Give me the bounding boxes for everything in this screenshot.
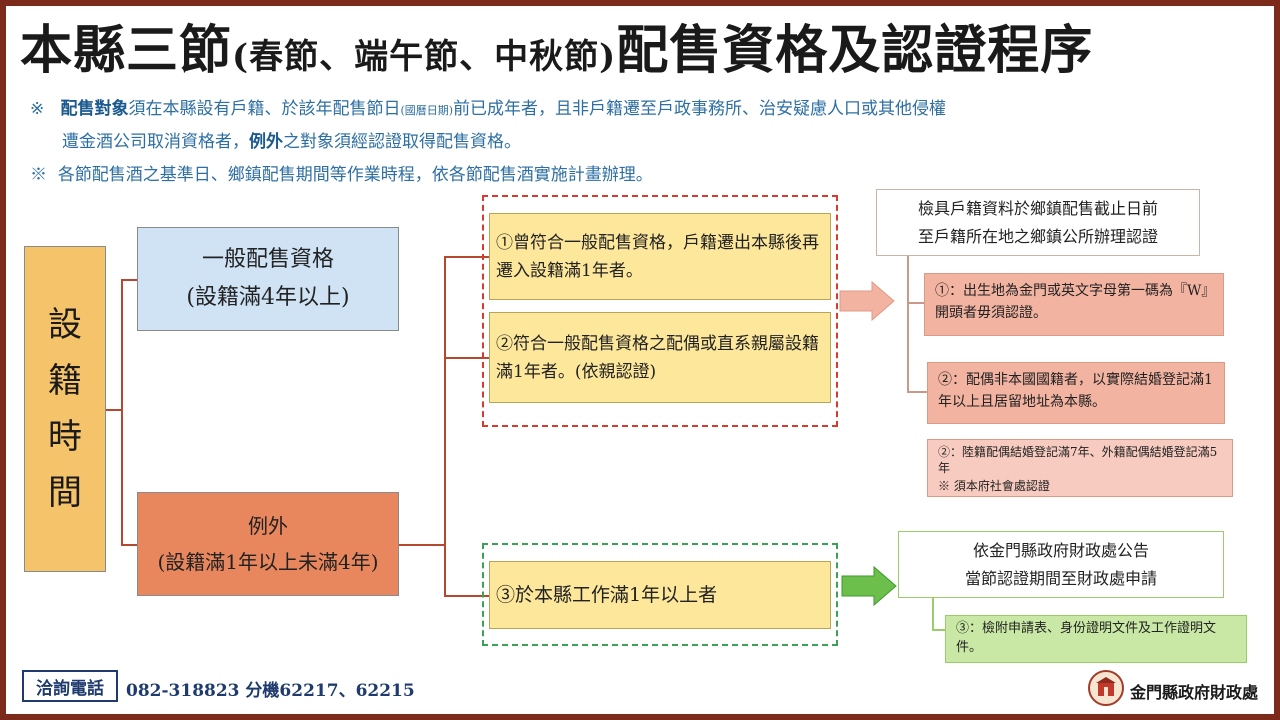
note-1-text: ①：出生地為金門或英文字母第一碼為『W』開頭者毋須認證。 bbox=[935, 283, 1209, 321]
case-1-box: ①曾符合一般配售資格，戶籍遷出本縣後再遷入設籍滿1年者。 bbox=[489, 213, 831, 300]
general-eligibility-box: 一般配售資格 (設籍滿4年以上) bbox=[137, 227, 399, 331]
township-procedure-box: 檢具戶籍資料於鄉鎮配售截止日前 至戶籍所在地之鄉鎮公所辦理認證 bbox=[876, 189, 1200, 256]
note-text: 之對象須經認證取得配售資格。 bbox=[283, 132, 521, 152]
procedure-line: 至戶籍所在地之鄉鎮公所辦理認證 bbox=[917, 226, 1158, 246]
exception-condition: (設籍滿1年以上未滿4年) bbox=[157, 550, 379, 574]
note-text: 須在本縣設有戶籍、於該年配售節日 bbox=[128, 99, 401, 119]
page-title: 本縣三節(春節、端午節、中秋節)配售資格及認證程序 bbox=[20, 8, 1260, 81]
note-small: (國曆日期) bbox=[400, 104, 454, 117]
label-char: 籍 bbox=[48, 361, 82, 401]
label-char: 設 bbox=[48, 305, 82, 345]
connector-line bbox=[121, 279, 123, 545]
connector-line bbox=[932, 598, 934, 630]
note-1-box: ①：出生地為金門或英文字母第一碼為『W』開頭者毋須認證。 bbox=[924, 273, 1224, 336]
note-3-box: ②：陸籍配偶結婚登記滿7年、外籍配偶結婚登記滿5年 ※ 須本府社會處認證 bbox=[927, 439, 1233, 497]
case-3-box: ③於本縣工作滿1年以上者 bbox=[489, 561, 831, 629]
note-text: 前已成年者，且非戶籍遷至戶政事務所、治安疑慮人口或其他侵權 bbox=[453, 99, 947, 119]
note-work-text: ③：檢附申請表、身份證明文件及工作證明文件。 bbox=[956, 621, 1217, 655]
organization-name: 金門縣政府財政處 bbox=[1130, 683, 1259, 702]
note-3-text: ②：陸籍配偶結婚登記滿7年、外籍配偶結婚登記滿5年 bbox=[938, 445, 1218, 475]
note-2-text: ②：配偶非本國國籍者，以實際結婚登記滿1年以上且居留地址為本縣。 bbox=[938, 372, 1213, 410]
note-3-subtext: ※ 須本府社會處認證 bbox=[938, 479, 1050, 493]
connector-line bbox=[907, 256, 909, 392]
connector-line bbox=[444, 357, 489, 359]
kinship-cases-group bbox=[482, 195, 838, 427]
connector-line bbox=[121, 544, 137, 546]
note-2-box: ②：配偶非本國國籍者，以實際結婚登記滿1年以上且居留地址為本縣。 bbox=[927, 362, 1225, 424]
county-seal-icon bbox=[1088, 670, 1124, 706]
connector-line bbox=[444, 256, 446, 596]
arrow-right-icon bbox=[841, 565, 897, 607]
note-mark: ※ bbox=[30, 99, 45, 119]
connector-line bbox=[444, 595, 489, 597]
title-paren: (春節、端午節、中秋節) bbox=[232, 37, 617, 77]
note-text: 遭金酒公司取消資格者， bbox=[62, 132, 249, 152]
title-main-b: 配售資格及認證程序 bbox=[616, 20, 1094, 81]
case-3-text: ③於本縣工作滿1年以上者 bbox=[496, 584, 718, 606]
note-mark: ※ bbox=[30, 165, 47, 185]
general-condition: (設籍滿4年以上) bbox=[186, 285, 350, 310]
note-work-box: ③：檢附申請表、身份證明文件及工作證明文件。 bbox=[945, 615, 1247, 663]
residency-period-label: 設 籍 時 間 bbox=[24, 246, 106, 572]
connector-line bbox=[907, 302, 924, 304]
connector-line bbox=[444, 256, 489, 258]
work-case-group bbox=[482, 543, 838, 646]
case-2-box: ②符合一般配售資格之配偶或直系親屬設籍滿1年者。(依親認證) bbox=[489, 312, 831, 403]
case-2-text: ②符合一般配售資格之配偶或直系親屬設籍滿1年者。(依親認證) bbox=[496, 333, 819, 382]
note-bold-exception: 例外 bbox=[249, 132, 283, 152]
note-line-2: 遭金酒公司取消資格者，例外之對象須經認證取得配售資格。 bbox=[62, 127, 521, 152]
connector-line bbox=[399, 544, 445, 546]
connector-line bbox=[106, 409, 122, 411]
exception-box: 例外 (設籍滿1年以上未滿4年) bbox=[137, 492, 399, 596]
note-bold-target: 配售對象 bbox=[60, 99, 129, 119]
finance-procedure-box: 依金門縣政府財政處公告 當節認證期間至財政處申請 bbox=[898, 531, 1224, 598]
note-line-1: ※ 配售對象須在本縣設有戶籍、於該年配售節日(國曆日期)前已成年者，且非戶籍遷至… bbox=[30, 94, 946, 119]
label-char: 時 bbox=[48, 417, 82, 457]
connector-line bbox=[121, 279, 137, 281]
connector-line bbox=[932, 629, 945, 631]
title-main-a: 本縣三節 bbox=[20, 20, 233, 81]
note-text: 各節配售酒之基準日、鄉鎮配售期間等作業時程，依各節配售酒實施計畫辦理。 bbox=[57, 165, 653, 185]
procedure-line: 當節認證期間至財政處申請 bbox=[964, 568, 1157, 588]
general-title: 一般配售資格 bbox=[201, 247, 334, 272]
case-1-text: ①曾符合一般配售資格，戶籍遷出本縣後再遷入設籍滿1年者。 bbox=[496, 232, 819, 281]
note-line-3: ※ 各節配售酒之基準日、鄉鎮配售期間等作業時程，依各節配售酒實施計畫辦理。 bbox=[30, 160, 653, 185]
inquiry-phone-number: 082-318823 分機62217、62215 bbox=[126, 681, 415, 701]
procedure-line: 檢具戶籍資料於鄉鎮配售截止日前 bbox=[917, 198, 1158, 218]
label-char: 間 bbox=[48, 473, 82, 513]
arrow-right-icon bbox=[839, 280, 895, 322]
procedure-line: 依金門縣政府財政處公告 bbox=[972, 540, 1149, 560]
inquiry-phone-label: 洽詢電話 bbox=[22, 670, 118, 702]
connector-line bbox=[907, 391, 927, 393]
exception-title: 例外 bbox=[248, 514, 288, 538]
